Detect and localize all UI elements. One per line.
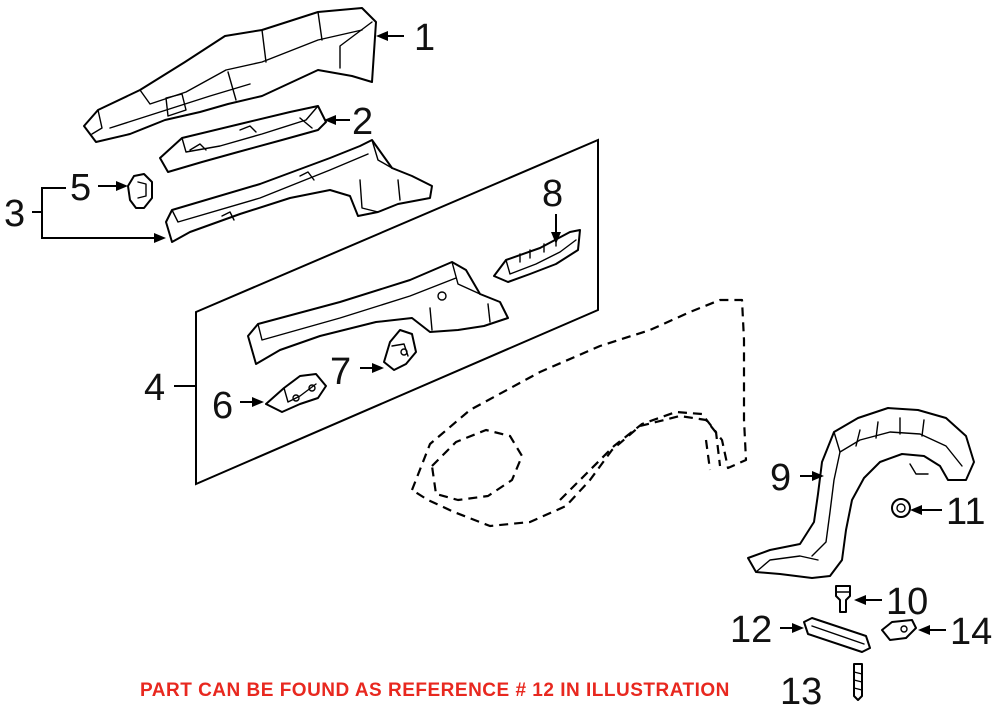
callout-10: 10 [886,581,928,623]
callout-9: 9 [770,457,791,499]
callout-3: 3 [4,193,25,235]
callout-12: 12 [730,609,772,651]
part-10-bolt [835,585,851,613]
part-6-bracket [265,373,327,413]
part-9-fender-liner [747,407,975,579]
callout-5: 5 [70,167,91,209]
part-3-lower-rail [165,139,433,243]
callout-2: 2 [352,101,373,143]
callout-4: 4 [144,367,165,409]
callout-6: 6 [212,385,233,427]
part-4-inner-rail [247,261,509,365]
fender-outline [410,298,748,528]
callout-11: 11 [946,491,985,533]
callout-8: 8 [542,173,563,215]
callout-1: 1 [414,17,435,59]
part-11-clip [891,498,911,518]
part-7-bracket [383,329,417,371]
part-13-screw [853,663,863,701]
part-1-frame-rail [83,7,377,143]
part-14-clip-bracket [881,619,917,641]
part-2-reinforcement [159,105,327,173]
part-8-bracket [493,229,581,283]
callout-7: 7 [330,351,351,393]
part-5-bracket [127,173,153,209]
part-12-seal-strip [803,617,871,653]
footnote-reference-note: PART CAN BE FOUND AS REFERENCE # 12 IN I… [140,680,730,701]
callout-14: 14 [950,611,992,653]
callout-13: 13 [780,671,822,710]
